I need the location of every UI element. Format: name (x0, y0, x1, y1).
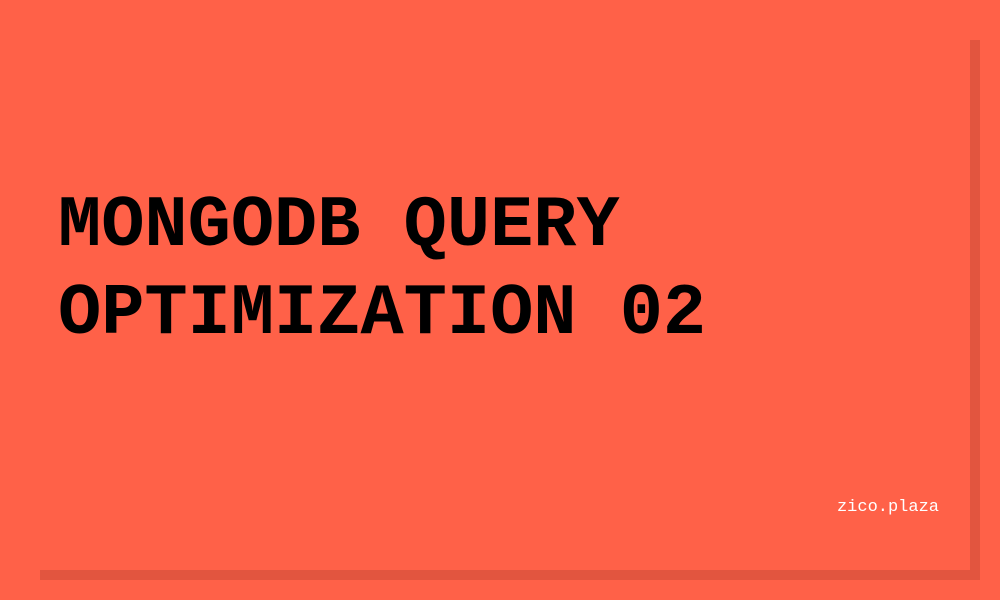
card-shadow-bottom (40, 570, 980, 580)
title-line-1: MONGODB QUERY (58, 185, 620, 267)
site-name: zico.plaza (836, 498, 939, 517)
title-line-2: OPTIMIZATION 02 (58, 273, 707, 355)
card-shadow-right (970, 40, 980, 580)
page-title: MONGODB QUERY OPTIMIZATION 02 (58, 182, 706, 358)
